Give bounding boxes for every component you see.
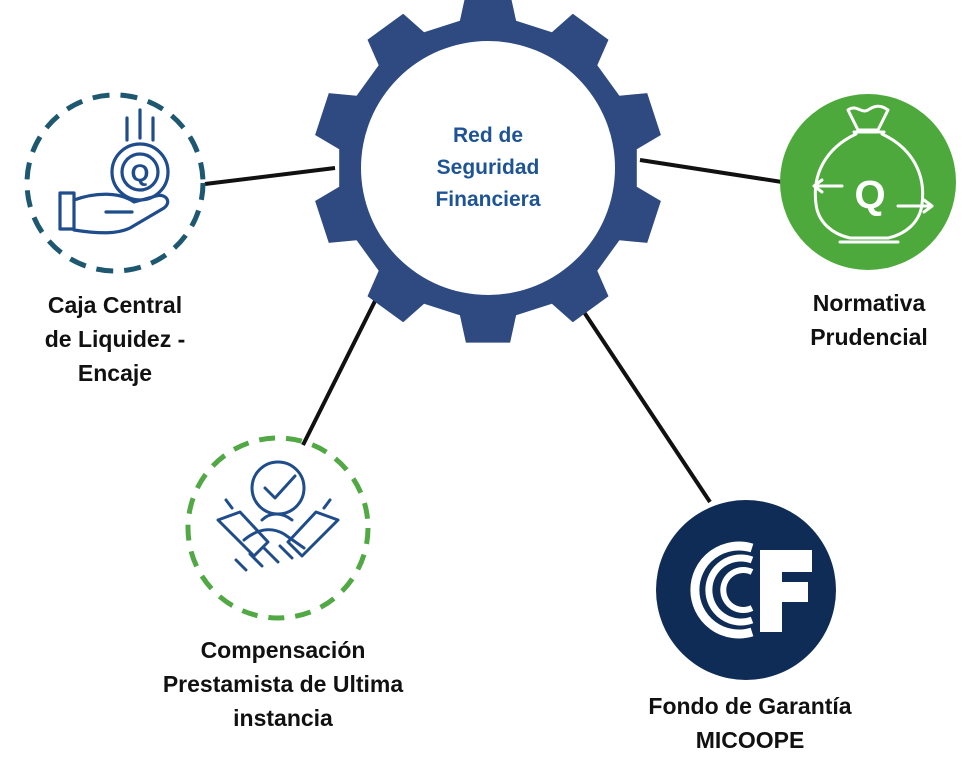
center-title-line: Financiera: [435, 188, 541, 211]
center-title-line: Red de: [452, 124, 523, 147]
connector-compensacion: [301, 284, 385, 446]
connector-normativa: [639, 158, 783, 184]
caja-label-line: Encaje: [77, 360, 153, 386]
connector-caja: [204, 166, 336, 186]
compensacion-icon-ring: [185, 435, 371, 621]
normativa-label-line: Prudencial: [810, 324, 928, 350]
compensacion-label-line: Compensación: [200, 637, 366, 663]
money-bag-q-icon: [812, 104, 934, 244]
compensacion-label-line: instancia: [233, 705, 333, 731]
fondo-icon-badge: [656, 500, 836, 680]
caja-label-line: de Liquidez -: [44, 326, 186, 352]
center-title-line: Seguridad: [436, 156, 540, 179]
normativa-label-line: Normativa: [812, 290, 926, 316]
caja-coin-glyph: Q: [131, 160, 150, 187]
hand-coin-q-icon: [58, 108, 170, 235]
handshake-check-icon: [216, 460, 340, 572]
compensacion-label-line: Prestamista de Ultima: [162, 671, 404, 697]
fondo-label-line: MICOOPE: [695, 727, 805, 753]
connector-fondo: [566, 286, 712, 504]
normativa-bag-glyph: Q: [854, 173, 885, 217]
normativa-label: Normativa Prudencial: [776, 286, 962, 354]
caja-label: Caja Central de Liquidez - Encaje: [0, 288, 230, 390]
micoope-f-logo: [690, 541, 812, 639]
fondo-label-line: Fondo de Garantía: [648, 693, 852, 719]
gear-icon: [315, 0, 661, 343]
center-title: Red de Seguridad Financiera: [400, 120, 576, 216]
fondo-label: Fondo de Garantía MICOOPE: [600, 689, 900, 757]
compensacion-label: Compensación Prestamista de Ultima insta…: [118, 633, 448, 735]
caja-icon-ring: [24, 92, 206, 274]
caja-label-line: Caja Central: [47, 292, 183, 318]
